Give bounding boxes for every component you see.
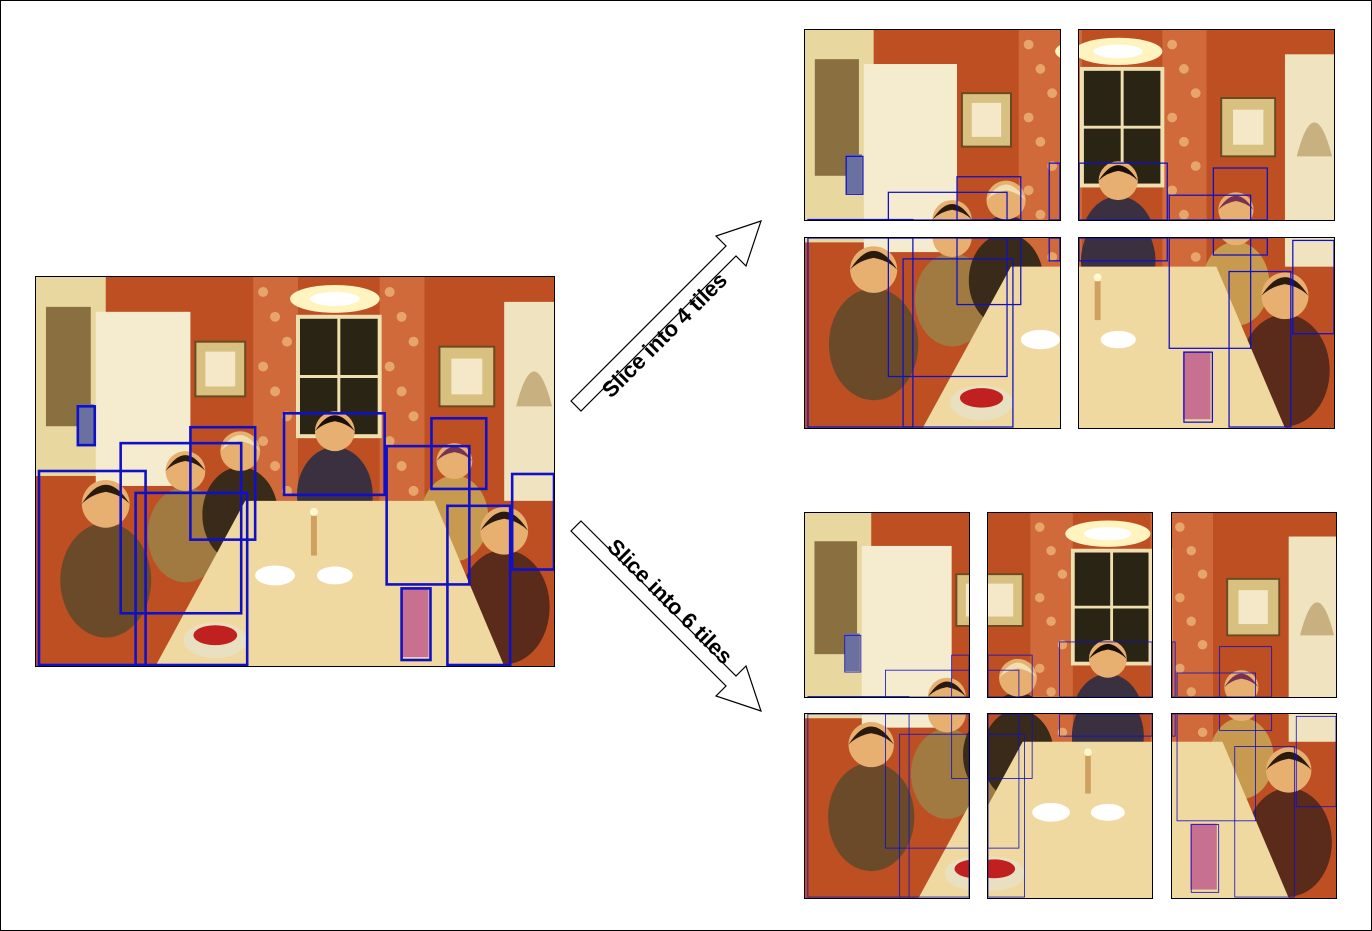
arrow-slice-6-tiles: Slice into 6 tiles bbox=[561, 506, 781, 726]
detection-box bbox=[1212, 167, 1268, 220]
detection-box bbox=[885, 714, 969, 849]
detection-box bbox=[988, 714, 1020, 849]
detection-box bbox=[951, 654, 969, 697]
detection-box bbox=[1228, 270, 1292, 428]
detection-box bbox=[76, 405, 97, 447]
detection-box bbox=[1048, 162, 1060, 220]
six-tile-top-middle bbox=[987, 512, 1153, 698]
detection-box bbox=[1183, 351, 1214, 423]
detection-box bbox=[807, 714, 910, 898]
detection-box bbox=[951, 714, 969, 779]
detection-box bbox=[988, 669, 1020, 697]
detection-box bbox=[1048, 238, 1060, 262]
detection-box bbox=[510, 472, 554, 571]
detection-box bbox=[988, 733, 1025, 898]
detection-box bbox=[1172, 641, 1176, 697]
four-tile-top-left bbox=[804, 29, 1061, 221]
detection-box bbox=[1168, 238, 1252, 349]
detection-box bbox=[1176, 714, 1256, 822]
arrow-label-4-tiles: Slice into 4 tiles bbox=[597, 267, 732, 402]
detection-box bbox=[446, 504, 512, 666]
detection-box bbox=[1079, 238, 1168, 262]
detection-box bbox=[988, 654, 1033, 697]
detection-box bbox=[1190, 824, 1220, 893]
detection-box bbox=[37, 469, 147, 666]
detection-box bbox=[1292, 239, 1334, 335]
detection-box bbox=[956, 238, 1022, 306]
arrow-slice-4-tiles: Slice into 4 tiles bbox=[561, 216, 781, 436]
detection-box bbox=[988, 714, 1033, 779]
detection-box bbox=[1219, 646, 1273, 697]
six-tile-bottom-right bbox=[1171, 713, 1337, 899]
six-tile-top-left bbox=[804, 512, 970, 698]
detection-box bbox=[1172, 714, 1176, 737]
arrow-label-6-tiles: Slice into 6 tiles bbox=[602, 534, 737, 669]
detection-box bbox=[1234, 746, 1295, 898]
detection-box bbox=[887, 238, 1008, 378]
detection-box bbox=[887, 191, 1008, 220]
detection-box bbox=[119, 441, 243, 615]
detection-box bbox=[282, 412, 386, 497]
detection-box bbox=[956, 176, 1022, 220]
four-tile-bottom-left bbox=[804, 237, 1061, 429]
four-tile-top-right bbox=[1078, 29, 1335, 221]
detection-box bbox=[189, 425, 257, 541]
detection-box bbox=[430, 416, 488, 491]
detection-box bbox=[807, 238, 914, 428]
detection-box bbox=[899, 733, 969, 898]
detection-box bbox=[885, 669, 969, 697]
detection-box bbox=[1059, 714, 1152, 737]
detection-box bbox=[845, 155, 864, 195]
detection-box bbox=[400, 587, 432, 662]
six-tile-bottom-left bbox=[804, 713, 970, 899]
detection-box bbox=[385, 444, 471, 586]
detection-box bbox=[1295, 715, 1336, 808]
detection-box bbox=[1079, 162, 1168, 220]
detection-box bbox=[1059, 641, 1152, 697]
detection-box bbox=[1212, 238, 1268, 256]
detection-box bbox=[1176, 672, 1256, 697]
six-tile-top-right bbox=[1171, 512, 1337, 698]
detection-box bbox=[1168, 194, 1252, 220]
six-tile-bottom-middle bbox=[987, 713, 1153, 899]
four-tile-bottom-right bbox=[1078, 237, 1335, 429]
detection-box bbox=[902, 258, 1014, 428]
original-photo bbox=[35, 276, 555, 667]
detection-box bbox=[1219, 714, 1273, 731]
detection-box bbox=[844, 634, 862, 673]
